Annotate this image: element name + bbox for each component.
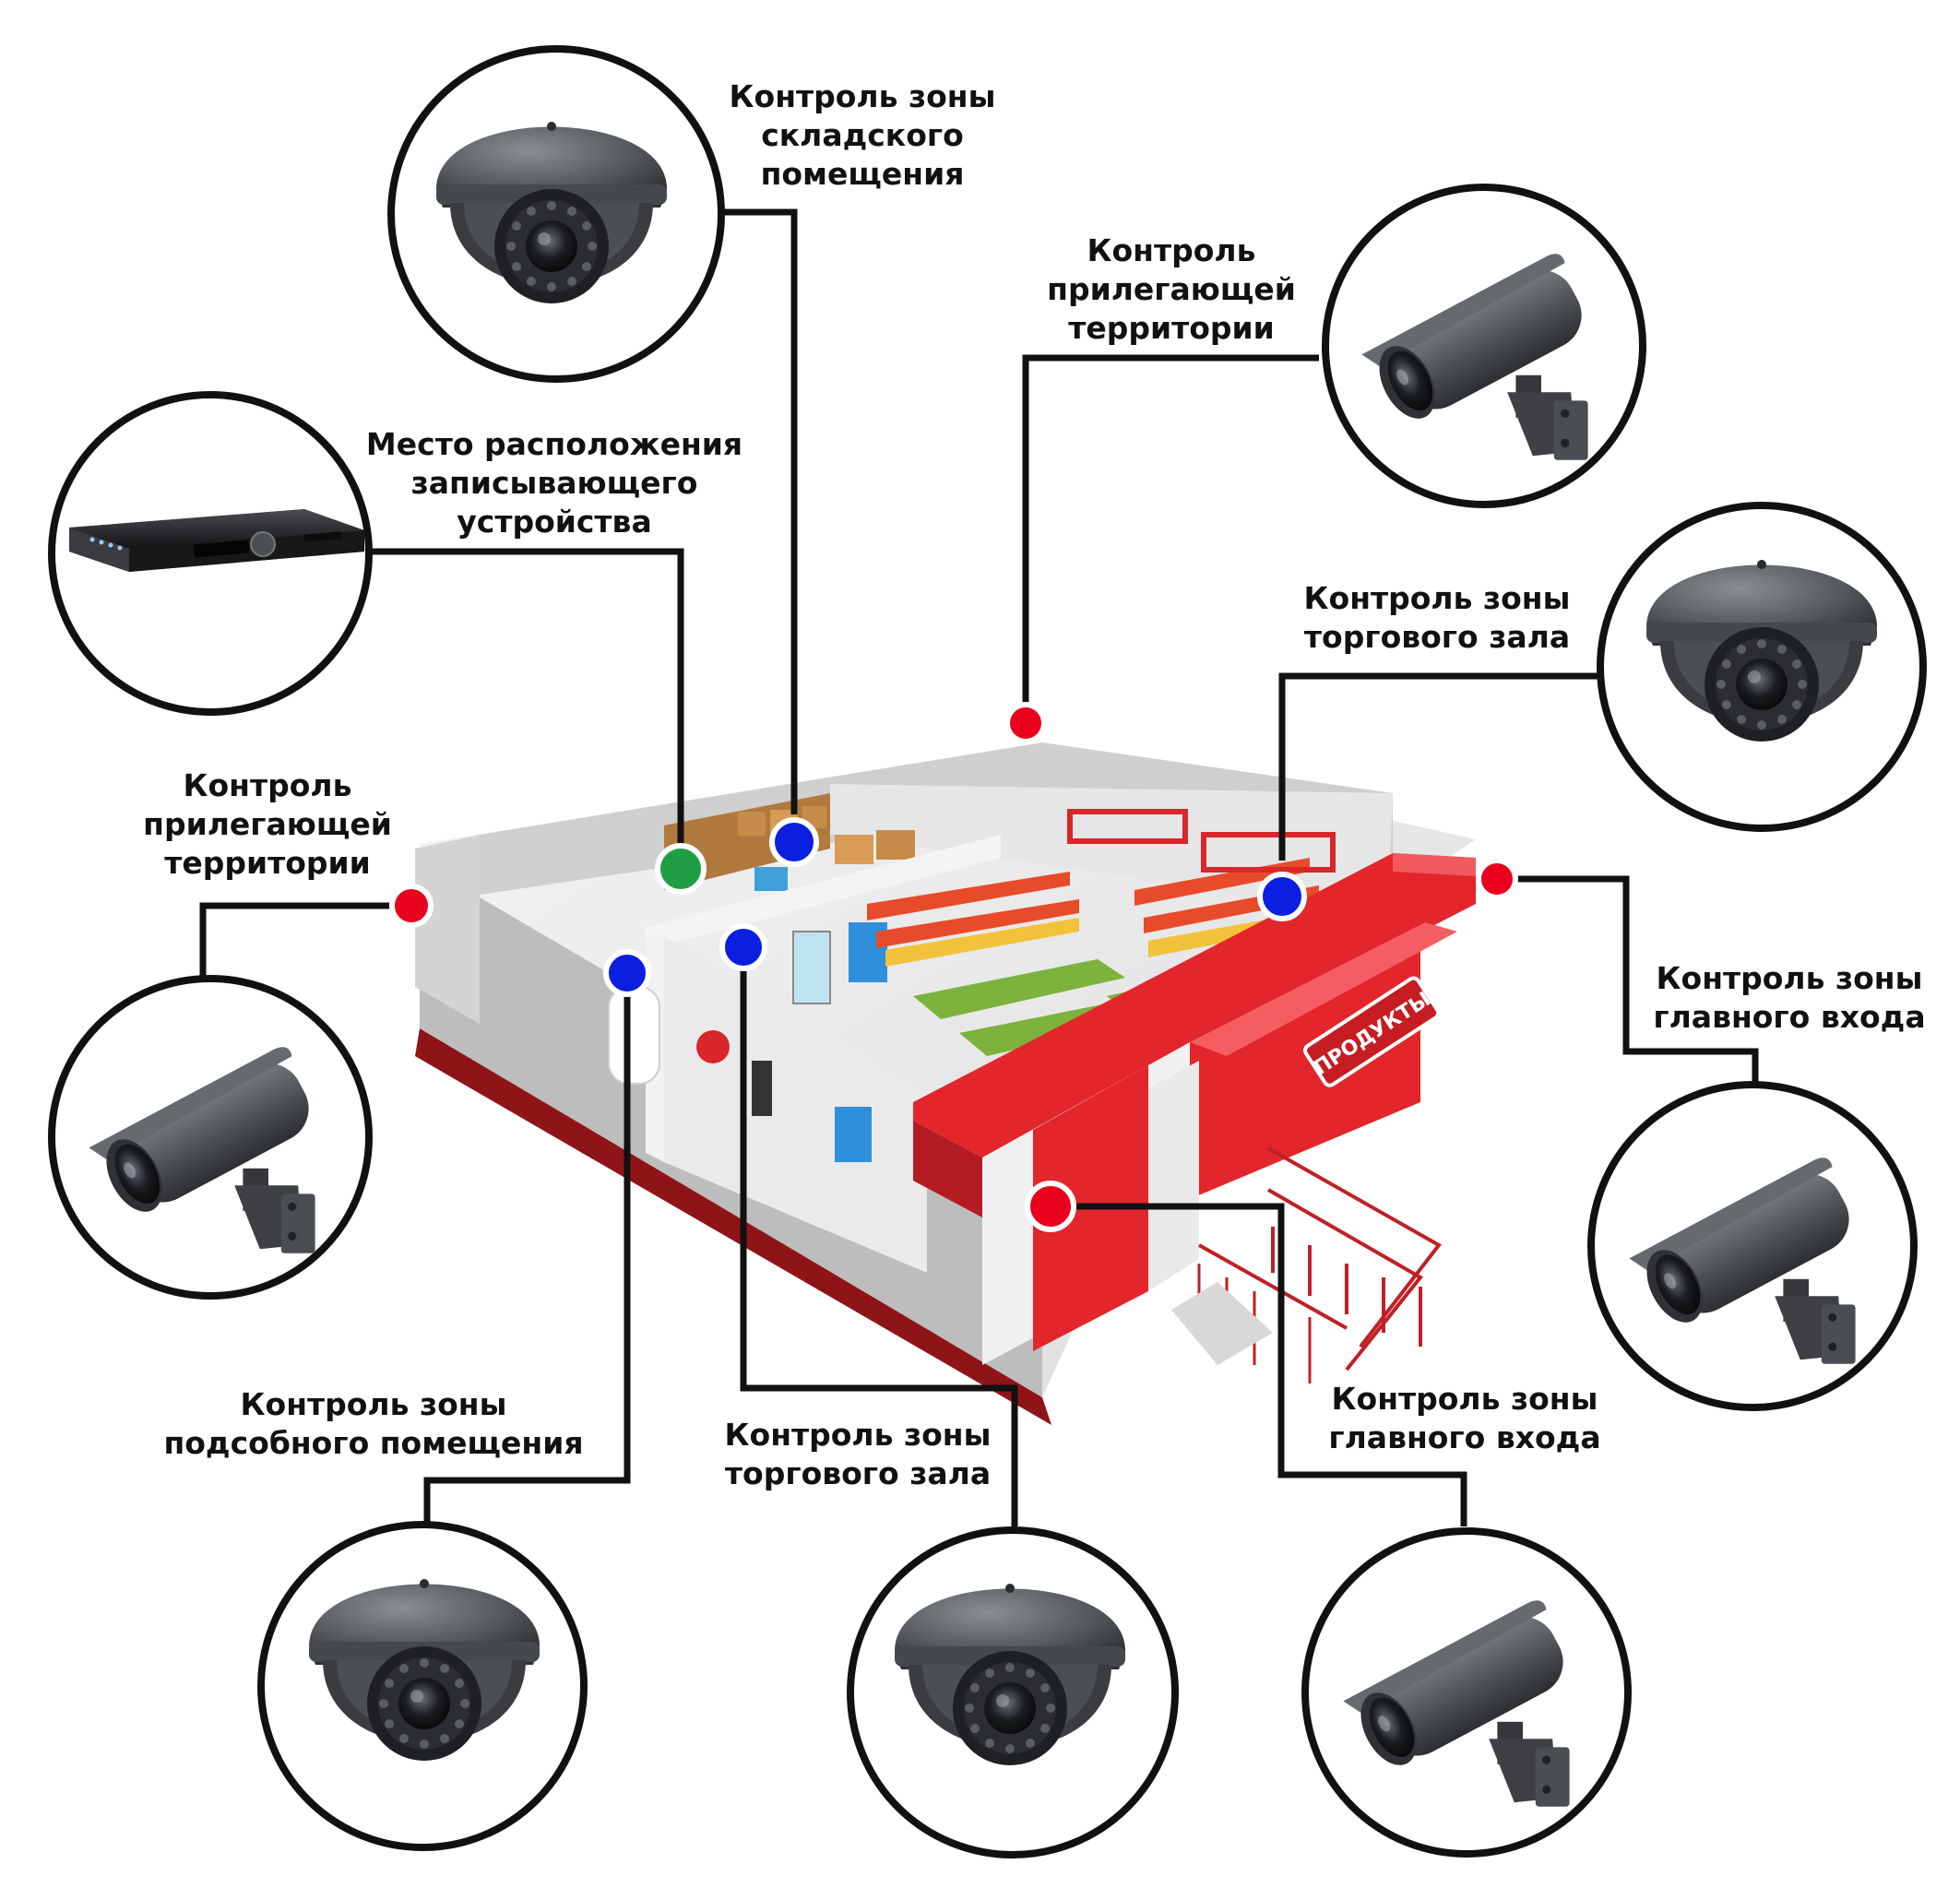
label-warehouse: Контроль зоны складского помещения	[730, 77, 996, 194]
line-utility	[423, 973, 631, 1522]
label-line: территории	[164, 845, 371, 881]
line-entrance-right	[1497, 875, 1759, 1084]
label-entrance-right: Контроль зоны главного входа	[1653, 959, 1925, 1037]
label-line: Контроль	[183, 767, 352, 803]
connector-lines	[199, 208, 1759, 1526]
store-building-illustration: ПРОДУКТЫ	[415, 742, 1476, 1425]
label-line: Контроль зоны	[1656, 960, 1923, 996]
line-recorder	[369, 548, 684, 864]
markers	[389, 702, 1518, 1232]
marker-adjacent-left	[389, 884, 434, 928]
label-recorder: Место расположения записывающего устройс…	[366, 425, 742, 541]
label-line: Контроль зоны	[724, 1417, 992, 1453]
line-adjacent-right	[1022, 354, 1319, 723]
label-trade-right: Контроль зоны торгового зала	[1304, 579, 1571, 657]
label-line: складского	[761, 117, 964, 153]
label-line: торгового зала	[1303, 619, 1571, 655]
marker-recorder	[655, 843, 707, 895]
label-line: помещения	[760, 156, 965, 192]
line-entrance-bottom	[1051, 1203, 1467, 1526]
dvr-recorder-icon	[69, 509, 364, 572]
label-line: устройства	[457, 504, 652, 540]
label-line: Контроль зоны	[729, 78, 996, 114]
label-adjacent-left: Контроль прилегающей территории	[143, 766, 392, 883]
label-line: Контроль зоны	[240, 1386, 507, 1422]
label-line: записывающего	[410, 465, 698, 501]
label-adjacent-right: Контроль прилегающей территории	[1047, 232, 1296, 348]
label-line: Контроль зоны	[1303, 580, 1571, 616]
marker-entrance-right	[1476, 858, 1518, 900]
label-line: территории	[1068, 310, 1275, 346]
label-line: главного входа	[1328, 1419, 1601, 1455]
label-utility: Контроль зоны подсобного помещения	[163, 1385, 583, 1463]
line-trade-right	[1278, 672, 1605, 861]
marker-trade-bottom	[719, 923, 767, 971]
label-line: Контроль зоны	[1331, 1381, 1598, 1417]
marker-adjacent-right	[1004, 702, 1047, 744]
line-trade-bottom	[740, 947, 1018, 1526]
marker-warehouse	[769, 817, 819, 867]
label-trade-bottom: Контроль зоны торгового зала	[725, 1416, 992, 1493]
line-adjacent-left	[199, 902, 411, 982]
line-warehouse	[724, 208, 798, 814]
label-entrance-bottom: Контроль зоны главного входа	[1328, 1380, 1600, 1457]
label-line: главного входа	[1653, 999, 1926, 1035]
label-line: прилегающей	[1047, 271, 1296, 307]
label-line: Место расположения	[365, 426, 743, 462]
label-line: прилегающей	[143, 806, 392, 842]
marker-trade-right	[1257, 872, 1307, 921]
label-line: Контроль	[1087, 232, 1256, 268]
label-line: подсобного помещения	[163, 1425, 584, 1461]
marker-entrance-bottom	[1025, 1181, 1076, 1232]
label-line: торгового зала	[724, 1455, 992, 1491]
marker-utility	[603, 949, 651, 997]
